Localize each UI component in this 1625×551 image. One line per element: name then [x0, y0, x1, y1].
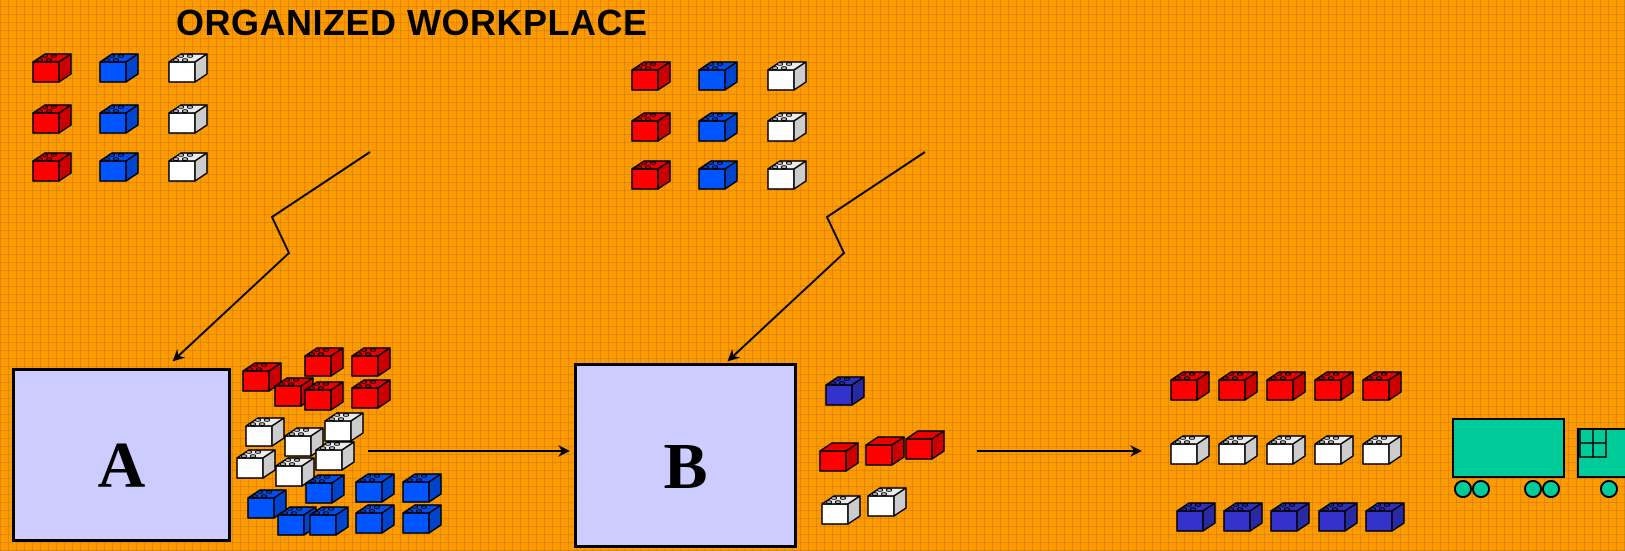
lego-brick-icon — [1170, 435, 1210, 465]
lego-brick-icon — [245, 417, 285, 447]
lego-brick-icon — [1223, 502, 1263, 532]
lego-brick-icon — [351, 347, 391, 377]
lego-brick-icon — [698, 61, 738, 91]
lightning-arrow-icon — [727, 151, 926, 362]
lego-brick-icon — [32, 53, 72, 83]
station-b-label: B — [663, 429, 708, 503]
lego-brick-icon — [905, 430, 945, 460]
lego-brick-icon — [698, 160, 738, 190]
lego-brick-icon — [767, 160, 807, 190]
lego-brick-icon — [315, 441, 355, 471]
lego-brick-icon — [284, 427, 324, 457]
lego-brick-icon — [309, 506, 349, 536]
lego-brick-icon — [1362, 435, 1402, 465]
lego-brick-icon — [355, 473, 395, 503]
lego-brick-icon — [865, 436, 905, 466]
lego-brick-icon — [631, 61, 671, 91]
lego-brick-icon — [304, 347, 344, 377]
lego-brick-icon — [1318, 502, 1358, 532]
lego-brick-icon — [168, 104, 208, 134]
station-b-box: B — [574, 363, 797, 548]
lego-brick-icon — [1314, 371, 1354, 401]
lego-brick-icon — [1266, 435, 1306, 465]
lego-brick-icon — [867, 487, 907, 517]
lego-brick-icon — [402, 473, 442, 503]
lego-brick-icon — [247, 489, 287, 519]
lego-brick-icon — [1218, 435, 1258, 465]
lego-brick-icon — [305, 474, 345, 504]
lego-brick-icon — [304, 381, 344, 411]
lego-brick-icon — [1170, 371, 1210, 401]
lego-brick-icon — [825, 376, 865, 406]
lego-brick-icon — [767, 112, 807, 142]
page-title: ORGANIZED WORKPLACE — [176, 2, 648, 43]
lego-brick-icon — [99, 152, 139, 182]
lego-brick-icon — [236, 449, 276, 479]
lego-brick-icon — [168, 53, 208, 83]
lego-brick-icon — [1314, 435, 1354, 465]
lego-brick-icon — [1365, 502, 1405, 532]
lego-brick-icon — [1270, 502, 1310, 532]
lightning-arrow-icon — [172, 151, 371, 362]
lego-brick-icon — [767, 61, 807, 91]
lego-brick-icon — [698, 112, 738, 142]
lego-brick-icon — [1266, 371, 1306, 401]
lego-brick-icon — [631, 160, 671, 190]
lego-brick-icon — [32, 104, 72, 134]
lego-brick-icon — [631, 112, 671, 142]
lego-brick-icon — [819, 442, 859, 472]
lego-brick-icon — [99, 53, 139, 83]
lego-brick-icon — [821, 495, 861, 525]
lego-brick-icon — [351, 379, 391, 409]
lego-brick-icon — [324, 412, 364, 442]
station-a-box: A — [12, 368, 231, 542]
lego-brick-icon — [99, 104, 139, 134]
lego-brick-icon — [1362, 371, 1402, 401]
station-a-label: A — [97, 429, 146, 502]
lego-brick-icon — [1218, 371, 1258, 401]
lego-brick-icon — [355, 504, 395, 534]
lego-brick-icon — [1176, 502, 1216, 532]
lego-brick-icon — [275, 457, 315, 487]
lego-brick-icon — [168, 152, 208, 182]
lego-brick-icon — [32, 152, 72, 182]
truck-icon — [1452, 418, 1625, 498]
lego-brick-icon — [402, 504, 442, 534]
lego-brick-icon — [242, 362, 282, 392]
